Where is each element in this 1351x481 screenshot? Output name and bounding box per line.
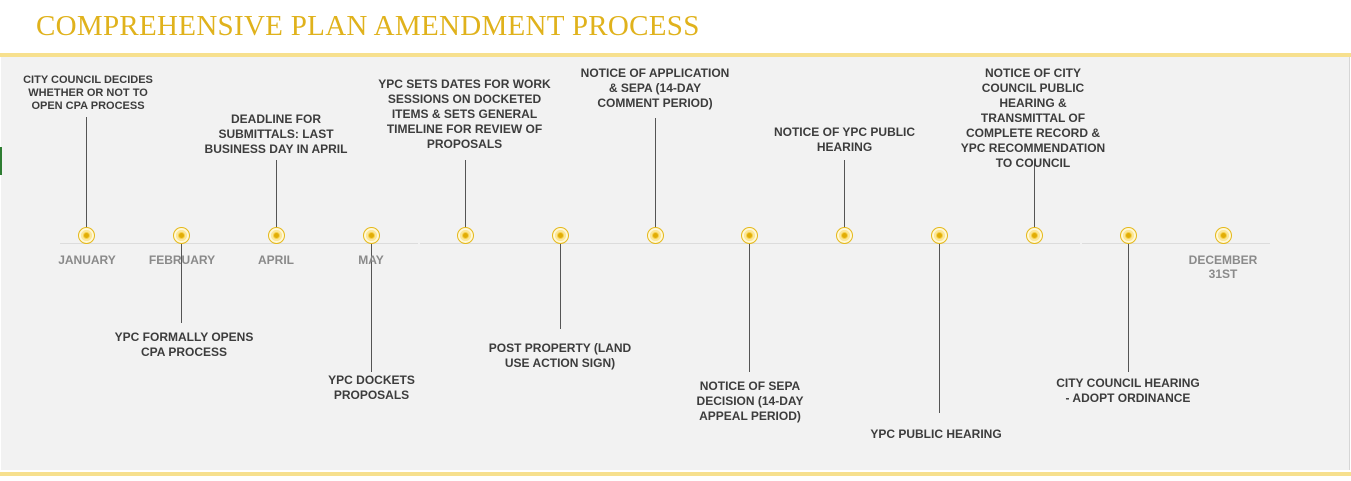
milestone-dot [269, 228, 284, 243]
event-note-council-decides: CITY COUNCIL DECIDES WHETHER OR NOT TO O… [23, 74, 153, 112]
timeline-axis [60, 243, 418, 244]
timeline-axis [420, 243, 1080, 244]
milestone-dot [742, 228, 757, 243]
event-note-notice-council-hearing: NOTICE OF CITY COUNCIL PUBLIC HEARING & … [960, 66, 1106, 170]
timeline-axis [1082, 243, 1270, 244]
edge-marker [0, 147, 2, 175]
milestone-dot [932, 228, 947, 243]
milestone-dot [1027, 228, 1042, 243]
event-connector [86, 117, 87, 229]
event-connector [371, 242, 372, 372]
event-note-council-adopts: CITY COUNCIL HEARING - ADOPT ORDINANCE [1056, 376, 1200, 405]
month-label-january: JANUARY [58, 253, 116, 267]
milestone-dot [837, 228, 852, 243]
month-label-december-31st: DECEMBER 31ST [1188, 253, 1258, 281]
milestone-dot [1216, 228, 1231, 243]
milestone-dot [553, 228, 568, 243]
milestone-dot [79, 228, 94, 243]
event-connector [560, 242, 561, 329]
event-connector [749, 242, 750, 372]
event-connector [939, 242, 940, 413]
event-note-ypc-opens-cpa: YPC FORMALLY OPENS CPA PROCESS [114, 330, 254, 359]
event-connector [844, 160, 845, 229]
bottom-divider [0, 472, 1351, 476]
event-connector [1034, 160, 1035, 229]
event-connector [181, 242, 182, 323]
month-label-april: APRIL [258, 253, 294, 267]
event-connector [655, 118, 656, 229]
event-connector [1128, 242, 1129, 372]
top-divider [0, 53, 1351, 57]
event-note-post-property: POST PROPERTY (LAND USE ACTION SIGN) [488, 341, 632, 370]
milestone-dot [648, 228, 663, 243]
timeline-panel [1, 57, 1350, 470]
event-note-ypc-public-hearing: YPC PUBLIC HEARING [870, 427, 1002, 441]
month-label-may: MAY [358, 253, 384, 267]
event-connector [276, 160, 277, 229]
milestone-dot [458, 228, 473, 243]
event-note-work-session-dates: YPC SETS DATES FOR WORK SESSIONS ON DOCK… [378, 77, 551, 151]
event-connector [465, 160, 466, 229]
milestone-dot [174, 228, 189, 243]
month-label-february: FEBRUARY [148, 253, 216, 267]
event-note-submittal-deadline: DEADLINE FOR SUBMITTALS: LAST BUSINESS D… [204, 112, 348, 156]
milestone-dot [364, 228, 379, 243]
event-note-notice-of-application: NOTICE OF APPLICATION & SEPA (14-DAY COM… [580, 66, 730, 110]
event-note-sepa-decision: NOTICE OF SEPA DECISION (14-DAY APPEAL P… [696, 379, 804, 423]
event-note-notice-ypc-hearing: NOTICE OF YPC PUBLIC HEARING [773, 125, 916, 154]
event-note-ypc-dockets: YPC DOCKETS PROPOSALS [328, 373, 415, 402]
page-title: COMPREHENSIVE PLAN AMENDMENT PROCESS [36, 10, 700, 42]
milestone-dot [1121, 228, 1136, 243]
